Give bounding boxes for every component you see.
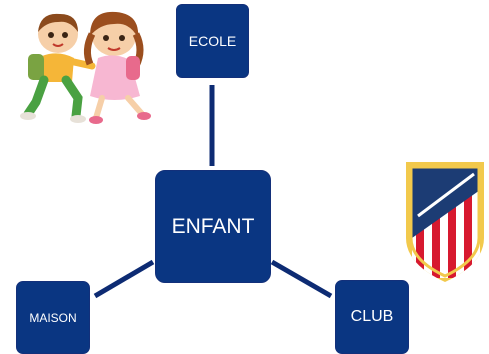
node-enfant[interactable]: ENFANT (155, 170, 271, 283)
children-running-illustration (20, 11, 151, 124)
connector-enfant-maison (93, 259, 155, 299)
node-maison[interactable]: MAISON (16, 281, 90, 354)
node-club[interactable]: CLUB (335, 280, 409, 354)
club-crest-icon (406, 162, 484, 282)
node-ecole-label: ECOLE (188, 33, 237, 49)
connector-enfant-club (270, 259, 333, 299)
node-club-label: CLUB (350, 308, 394, 325)
node-ecole[interactable]: ECOLE (176, 4, 249, 78)
node-maison-label: MAISON (29, 310, 77, 325)
node-enfant-label: ENFANT (171, 214, 255, 238)
